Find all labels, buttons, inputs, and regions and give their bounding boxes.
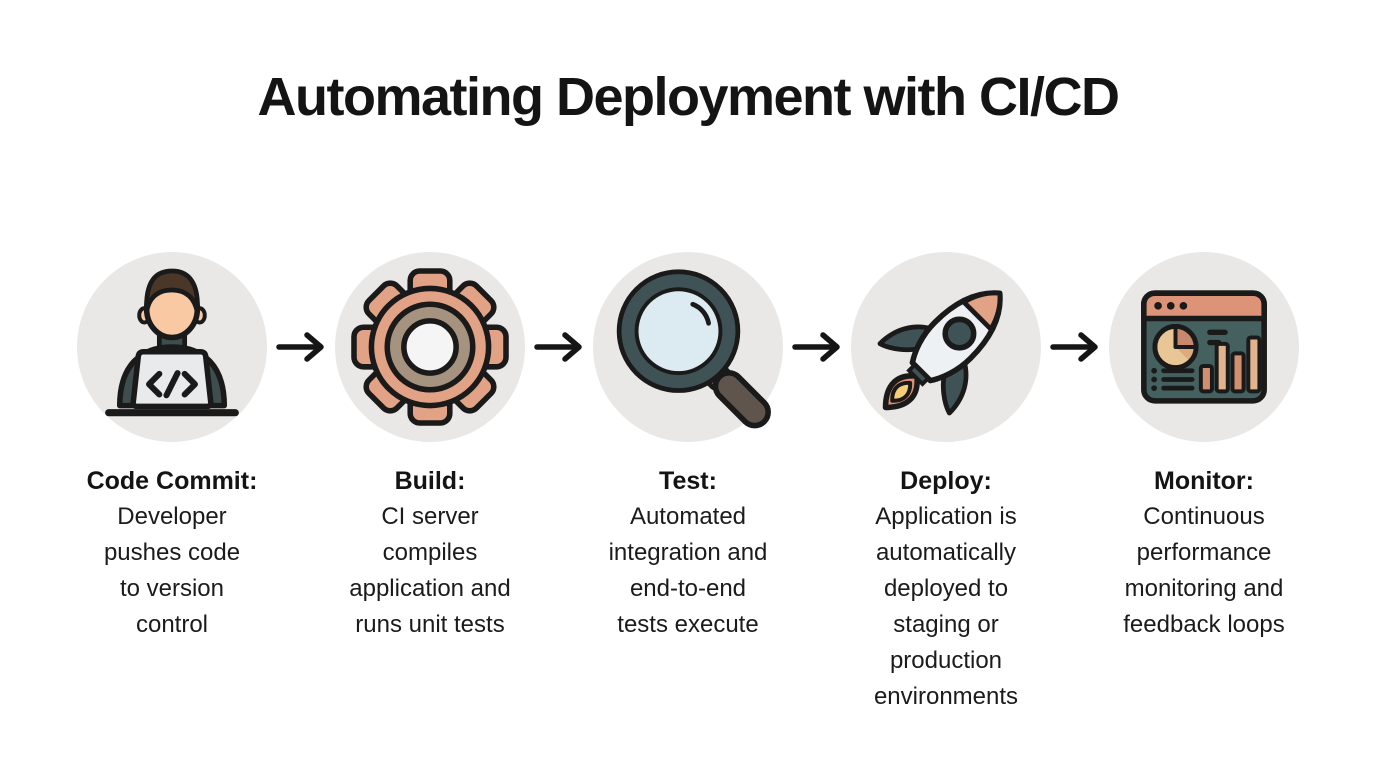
gear-icon xyxy=(351,268,509,426)
step-heading: Monitor: xyxy=(1154,467,1254,495)
step-text: Code Commit: Developer pushes code to ve… xyxy=(87,463,258,643)
page-title: Automating Deployment with CI/CD xyxy=(257,67,1120,127)
arrow-icon xyxy=(1050,329,1098,365)
dashboard-icon xyxy=(1141,290,1267,404)
step-heading: Deploy: xyxy=(900,467,992,495)
step-text: Test: Automated integration and end-to-e… xyxy=(609,463,768,643)
step-description: Application is automatically deployed to… xyxy=(873,503,1019,710)
pipeline-row: Code Commit: Developer pushes code to ve… xyxy=(0,252,1376,715)
arrow-icon xyxy=(792,329,840,365)
arrow-icon xyxy=(276,329,324,365)
step-description: CI server compiles application and runs … xyxy=(349,503,511,638)
arrow-icon xyxy=(534,329,582,365)
step-icon-circle xyxy=(851,252,1041,442)
step-description: Automated integration and end-to-end tes… xyxy=(608,503,768,638)
step-deploy: Deploy: Application is automatically dep… xyxy=(836,252,1056,715)
step-icon-circle xyxy=(335,252,525,442)
rocket-icon xyxy=(877,290,1003,416)
step-icon-circle xyxy=(77,252,267,442)
developer-laptop-icon xyxy=(105,268,239,417)
step-monitor: Monitor: Continuous performance monitori… xyxy=(1094,252,1314,643)
step-text: Deploy: Application is automatically dep… xyxy=(874,463,1018,715)
step-heading: Build: xyxy=(394,467,466,495)
magnifier-icon xyxy=(616,269,771,429)
step-description: Developer pushes code to version control xyxy=(103,503,241,638)
step-text: Build: CI server compiles application an… xyxy=(349,463,510,643)
step-test: Test: Automated integration and end-to-e… xyxy=(578,252,798,643)
step-icon-circle xyxy=(593,252,783,442)
step-icon-circle xyxy=(1109,252,1299,442)
cicd-infographic: Automating Deployment with CI/CD xyxy=(0,66,1376,768)
step-code-commit: Code Commit: Developer pushes code to ve… xyxy=(62,252,282,643)
step-text: Monitor: Continuous performance monitori… xyxy=(1123,463,1284,643)
step-description: Continuous performance monitoring and fe… xyxy=(1123,503,1285,638)
step-heading: Code Commit: xyxy=(86,467,258,495)
step-build: Build: CI server compiles application an… xyxy=(320,252,540,643)
step-heading: Test: xyxy=(659,467,717,495)
